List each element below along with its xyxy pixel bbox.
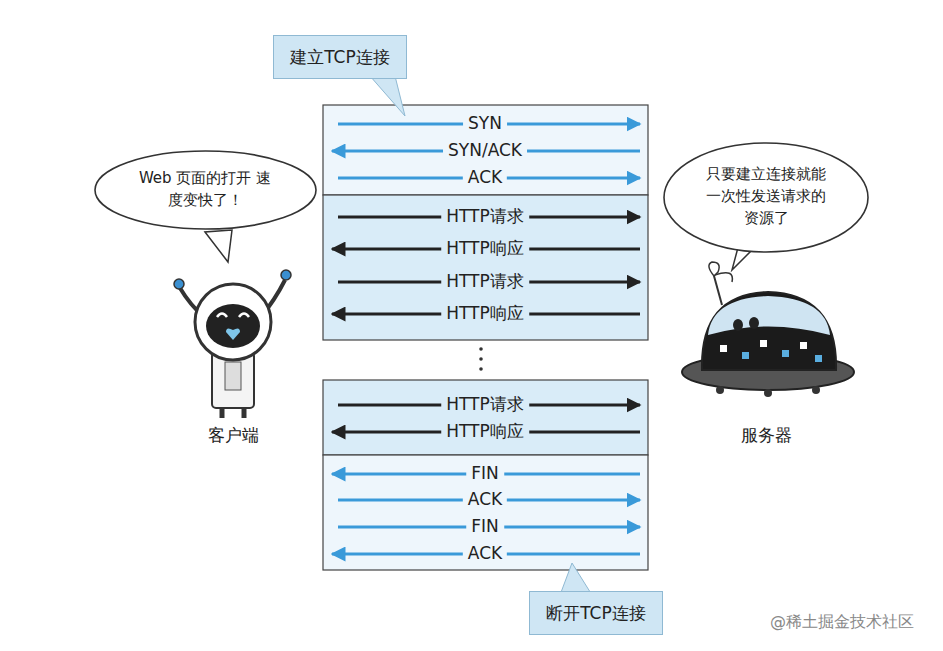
message-label: ACK [463, 544, 507, 564]
ellipsis-dot [479, 357, 483, 361]
request-panel [323, 195, 648, 340]
message-label: FIN [466, 517, 504, 537]
callout-box: 建立TCP连接 [273, 35, 407, 80]
client-robot [174, 270, 291, 418]
endpoint-label: 客户端 [208, 426, 259, 446]
message-label: HTTP响应 [441, 304, 529, 324]
message-label: HTTP请求 [441, 207, 529, 227]
message-label: SYN [463, 114, 507, 134]
bubble-outline [94, 150, 317, 230]
message-label: HTTP请求 [441, 395, 529, 415]
ellipsis-dot [479, 347, 483, 351]
watermark: @稀土掘金技术社区 [770, 613, 914, 631]
endpoint-label: 服务器 [741, 426, 792, 446]
message-label: SYN/ACK [443, 141, 527, 161]
request-panel [323, 380, 648, 455]
bubble-text: 只要建立连接就能 一次性发送请求的 资源了 [702, 164, 830, 229]
message-label: HTTP响应 [441, 422, 529, 442]
message-label: HTTP请求 [441, 272, 529, 292]
server-robot [682, 262, 854, 397]
speech-bubble: 只要建立连接就能 一次性发送请求的 资源了 [663, 142, 869, 253]
callout-box: 断开TCP连接 [529, 591, 663, 636]
close-panel [323, 455, 648, 570]
handshake-panel [323, 105, 648, 195]
message-label: ACK [463, 168, 507, 188]
callout-pointer [370, 76, 405, 116]
message-label: ACK [463, 490, 507, 510]
message-label: HTTP响应 [441, 239, 529, 259]
ellipsis-dot [479, 367, 483, 371]
speech-bubble: Web 页面的打开 速度变快了！ [94, 150, 317, 230]
callout-text: 建立TCP连接 [290, 45, 390, 70]
callout-text: 断开TCP连接 [546, 601, 646, 626]
bubble-tail [205, 230, 232, 262]
bubble-text: Web 页面的打开 速度变快了！ [135, 168, 275, 212]
message-label: FIN [466, 464, 504, 484]
